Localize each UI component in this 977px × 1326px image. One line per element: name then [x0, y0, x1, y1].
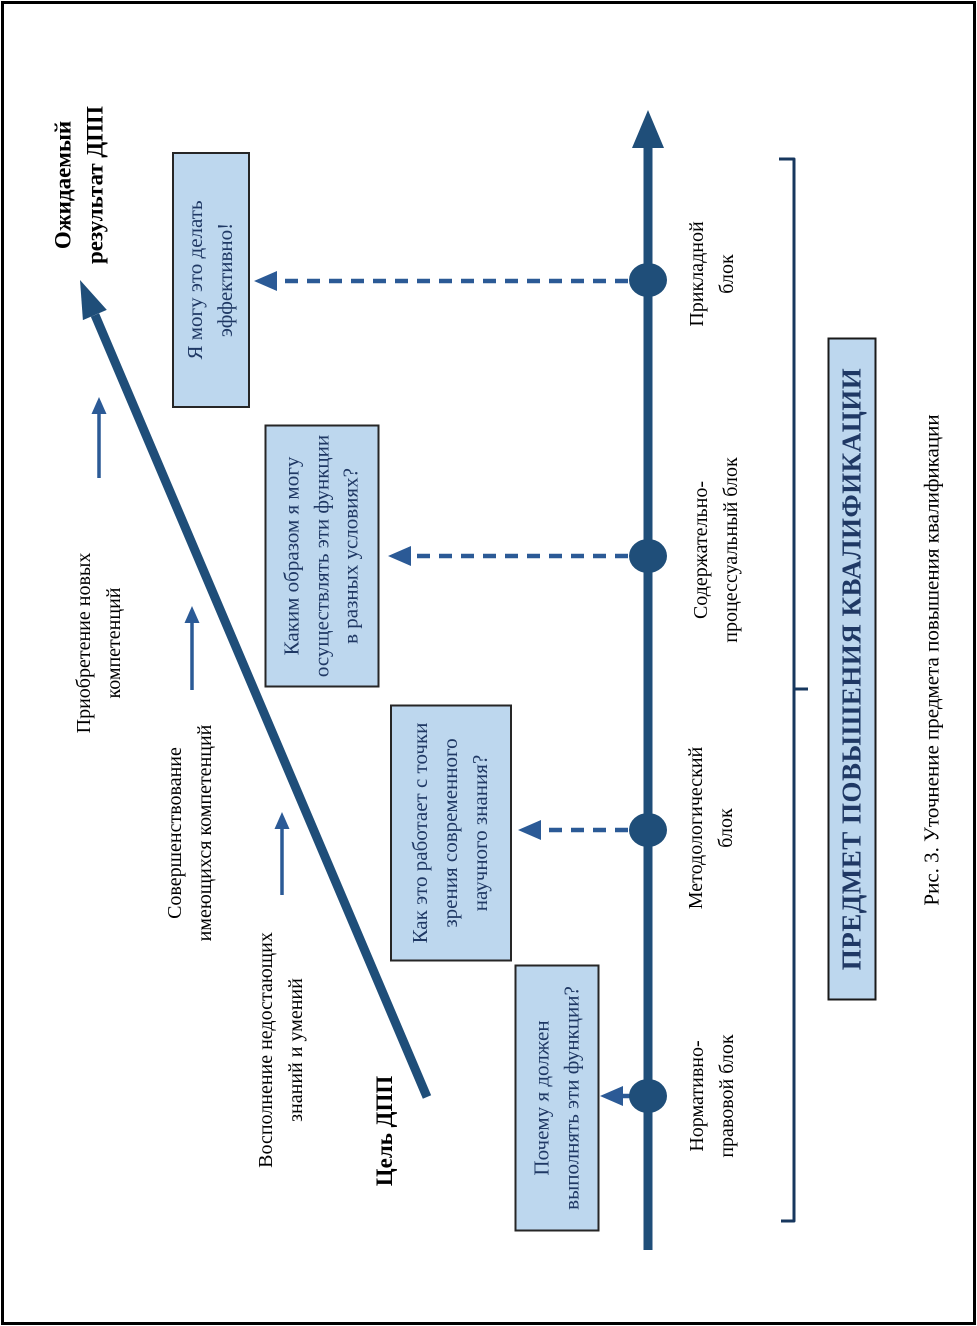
subject-bracket: [779, 157, 808, 1223]
growth-label-new-competencies: Приобретение новых компетенций: [69, 521, 129, 766]
question-box-how-in-conditions: Каким образом я могу осуществлять эти фу…: [264, 424, 380, 688]
question-box-can-do-effectively: Я могу это делать эффективно!: [172, 152, 250, 408]
axis-block-1-line1: Прикладной: [686, 221, 708, 327]
expected-result-title-line1: Ожидаемый: [50, 120, 76, 250]
question-box-2-line3: в разных условиях?: [338, 468, 363, 644]
growth-label-3-line2: знаний и умений: [285, 978, 307, 1122]
axis-block-1-line2: блок: [716, 254, 738, 294]
axis-block-content-process: Содержательно- процессуальный блок: [686, 443, 746, 658]
question-box-1-line1: Я могу это делать: [183, 200, 208, 360]
timeline-dot-content-process: [629, 539, 667, 573]
qualification-axis-arrowhead-icon: [632, 110, 664, 148]
dashed-arrow-4-head-icon: [600, 1086, 623, 1106]
axis-block-3-line1: Методологический: [685, 746, 707, 910]
axis-block-applied: Прикладной блок: [682, 199, 742, 349]
axis-block-4-line1: Нормативно-: [686, 1040, 708, 1152]
growth-label-1-line2: компетенций: [103, 587, 125, 699]
growth-label-fill-gaps: Восполнение недостающих знаний и умений: [251, 913, 311, 1188]
question-box-2-line1: Каким образом я могу: [279, 456, 304, 656]
question-box-2-line2: осуществлять эти функции: [309, 434, 334, 678]
axis-block-methodological: Методологический блок: [681, 731, 741, 926]
expected-result-title-line2: результат ДПП: [82, 106, 107, 265]
dashed-arrow-1-head-icon: [254, 271, 277, 291]
axis-block-4-line2: правовой блок: [716, 1034, 738, 1158]
timeline-dot-methodological: [629, 813, 667, 847]
growth-diagonal-arrowhead-icon: [80, 280, 107, 321]
growth-label-improve-competencies: Совершенствование имеющихся компетенций: [160, 701, 220, 966]
axis-block-2-line2: процессуальный блок: [720, 457, 742, 643]
question-box-how-it-works: Как это работает с точки зрения современ…: [390, 704, 512, 962]
question-box-3-line3: научного знания?: [467, 754, 492, 912]
question-box-4-line1: Почему я должен: [529, 1020, 554, 1176]
timeline-dot-applied: [629, 263, 667, 297]
axis-block-3-line2: блок: [715, 808, 737, 848]
growth-diagonal-arrow-line: [90, 313, 432, 1099]
question-box-3-line2: зрения современного: [438, 738, 463, 928]
growth-label-2-line2: имеющихся компетенций: [194, 724, 216, 942]
growth-label-2-line1: Совершенствование: [164, 747, 186, 919]
step-arrow-1-head-icon: [91, 397, 107, 414]
axis-block-normative: Нормативно- правовой блок: [682, 1021, 742, 1171]
goal-label: Цель ДПП: [372, 1075, 398, 1187]
dashed-arrow-3-head-icon: [518, 820, 541, 840]
subject-box: ПРЕДМЕТ ПОВЫШЕНИЯ КВАЛИФИКАЦИИ: [827, 337, 877, 1001]
question-box-why-functions: Почему я должен выполнять эти функции?: [514, 964, 600, 1232]
step-arrow-2-head-icon: [184, 606, 200, 623]
question-box-3-line1: Как это работает с точки: [408, 722, 433, 944]
timeline-dot-normative: [629, 1079, 667, 1113]
growth-label-3-line1: Восполнение недостающих: [255, 932, 277, 1168]
dashed-arrow-2-head-icon: [388, 546, 411, 566]
question-box-4-line2: выполнять эти функции?: [559, 986, 583, 1210]
axis-block-2-line1: Содержательно-: [690, 480, 712, 620]
figure-caption: Рис. 3. Уточнение предмета повышения ква…: [919, 414, 944, 906]
question-box-1-line2: эффективно!: [213, 222, 237, 338]
step-arrow-3-head-icon: [274, 812, 290, 829]
expected-result-title: Ожидаемый результат ДПП: [47, 68, 110, 303]
growth-label-1-line1: Приобретение новых: [73, 552, 95, 734]
